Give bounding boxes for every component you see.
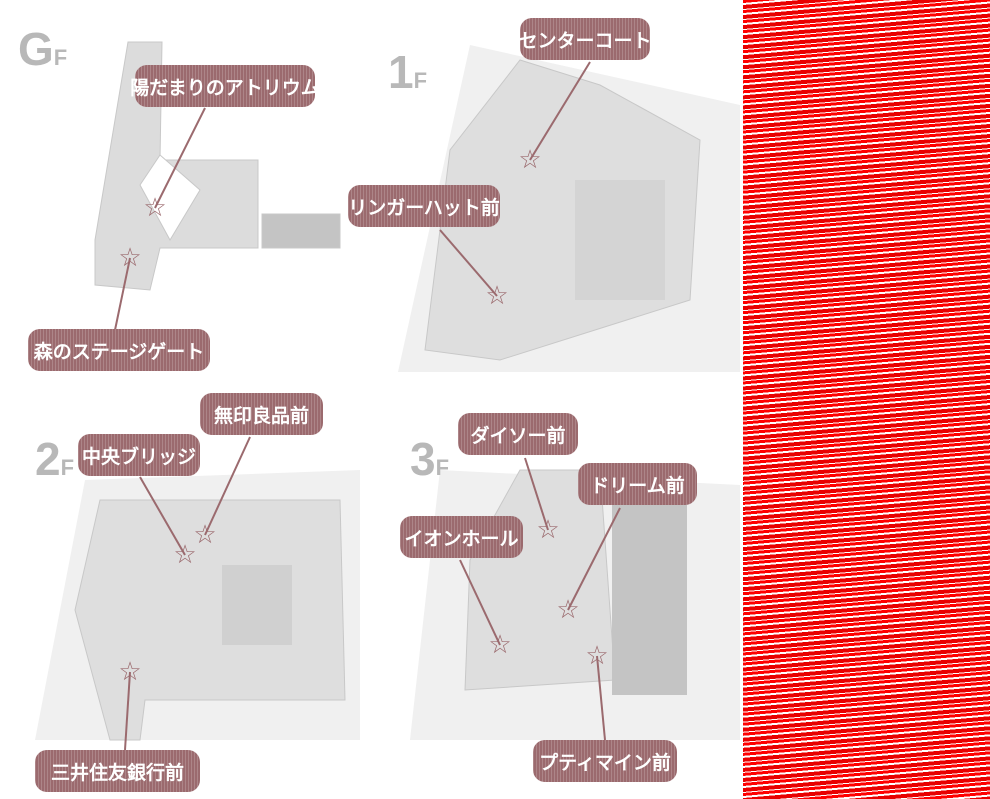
spot-label-daiso[interactable]: ダイソー前 [458, 413, 578, 455]
floor-title-1f: 1F [388, 46, 428, 98]
star-icon[interactable]: ☆ [118, 243, 142, 273]
spot-label-mori-stage-gate[interactable]: 森のステージゲート [28, 329, 210, 371]
star-icon[interactable]: ☆ [536, 515, 560, 545]
star-icon[interactable]: ☆ [143, 193, 167, 223]
side-panel-glitch [743, 0, 990, 799]
star-icon[interactable]: ☆ [118, 657, 142, 687]
star-icon[interactable]: ☆ [488, 630, 512, 660]
star-icon[interactable]: ☆ [193, 520, 217, 550]
spot-label-dream[interactable]: ドリーム前 [578, 463, 697, 505]
leader-lines [114, 61, 621, 751]
floor-maps [35, 41, 740, 751]
star-icon[interactable]: ☆ [485, 281, 509, 311]
star-icon[interactable]: ☆ [556, 595, 580, 625]
spot-label-petit-main[interactable]: プティマイン前 [533, 740, 677, 782]
spot-label-smbc[interactable]: 三井住友銀行前 [35, 750, 200, 792]
floor-title-3f: 3F [410, 433, 450, 485]
star-icon[interactable]: ☆ [585, 641, 609, 671]
spot-label-aeon-hall[interactable]: イオンホール [400, 516, 523, 558]
spot-label-muji[interactable]: 無印良品前 [200, 393, 323, 435]
star-icon[interactable]: ☆ [518, 145, 542, 175]
1f-map [398, 45, 740, 372]
floor-title-2f: 2F [35, 433, 75, 485]
spot-label-atrium[interactable]: 陽だまりのアトリウム [130, 65, 320, 107]
spot-label-central-bridge[interactable]: 中央ブリッジ [78, 434, 200, 476]
floor-title-gf: GF [18, 23, 68, 75]
spot-label-ringer-hut[interactable]: リンガーハット前 [348, 185, 500, 227]
star-icon[interactable]: ☆ [173, 540, 197, 570]
2f-map [35, 470, 360, 741]
spot-label-center-court[interactable]: センターコート [519, 18, 652, 60]
